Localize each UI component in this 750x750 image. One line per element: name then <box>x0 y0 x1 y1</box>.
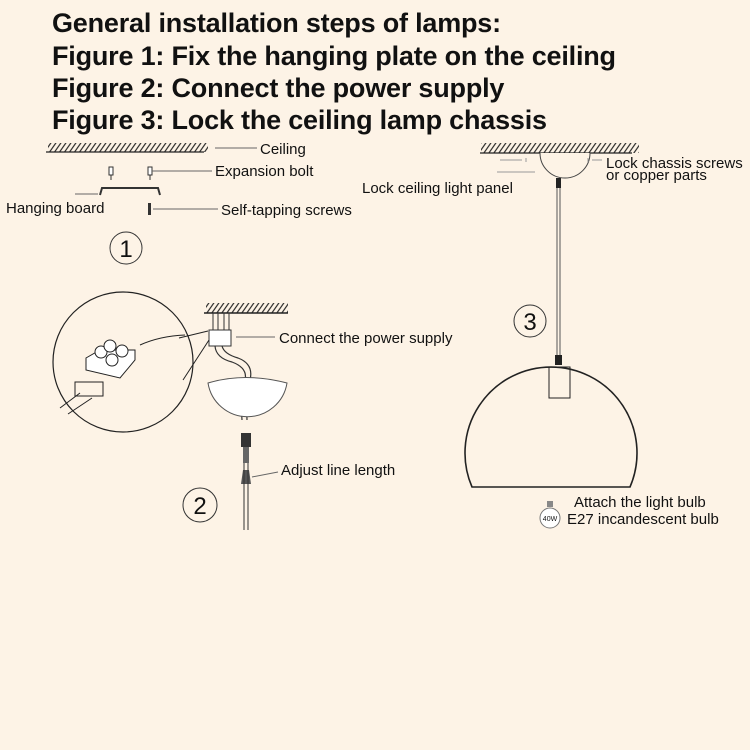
label-bulb-type: E27 incandescent bulb <box>567 511 719 528</box>
detail-magnifier <box>52 291 194 433</box>
terminal-block-detail-icon <box>59 334 186 415</box>
hanging-board-icon <box>99 187 161 196</box>
adjust-nut-icon <box>241 470 251 484</box>
step-1-number: 1 <box>119 236 132 263</box>
label-hanging-board: Hanging board <box>6 200 104 217</box>
lamp-socket <box>548 366 571 399</box>
label-adjust-line: Adjust line length <box>281 462 395 479</box>
label-lock-panel: Lock ceiling light panel <box>362 180 513 197</box>
step-3-title: Figure 3: Lock the ceiling lamp chassis <box>52 105 547 135</box>
label-self-tapping-screws: Self-tapping screws <box>221 202 352 219</box>
figure-3: Lock chassis screws or copper parts Lock… <box>362 143 743 529</box>
figure-2: Connect the power supply Adjust line len… <box>52 291 453 530</box>
heading: General installation steps of lamps: <box>52 8 501 38</box>
terminal-block-icon <box>208 329 232 347</box>
bulb-wattage: 40W <box>543 516 558 523</box>
ceiling-hatch <box>48 143 208 152</box>
step-2-number: 2 <box>193 493 206 520</box>
label-connect-power: Connect the power supply <box>279 330 453 347</box>
ceiling-hatch <box>206 303 288 313</box>
label-ceiling: Ceiling <box>260 141 306 158</box>
step-1-title: Figure 1: Fix the hanging plate on the c… <box>52 41 616 71</box>
label-lock-screws: Lock chassis screws <box>606 155 743 172</box>
label-copper-parts: or copper parts <box>606 167 707 184</box>
expansion-bolt-icon <box>108 166 153 180</box>
light-bulb-icon: 40W <box>539 501 561 529</box>
lamp-shade <box>464 366 638 488</box>
step-2-title: Figure 2: Connect the power supply <box>52 73 505 103</box>
figure-1: Ceiling Expansion bolt Hanging board Sel… <box>6 141 352 265</box>
screw-icon <box>148 203 151 215</box>
ceiling-canopy <box>207 377 288 418</box>
cord-grip-icon <box>241 433 251 447</box>
step-1-badge <box>109 231 143 265</box>
ceiling-canopy <box>539 152 591 179</box>
step-3-number: 3 <box>523 309 536 336</box>
step-2-badge <box>182 487 218 523</box>
label-attach-bulb: Attach the light bulb <box>574 494 706 511</box>
step-3-badge <box>513 304 547 338</box>
label-expansion-bolt: Expansion bolt <box>215 163 314 180</box>
ceiling-hatch <box>481 143 639 153</box>
